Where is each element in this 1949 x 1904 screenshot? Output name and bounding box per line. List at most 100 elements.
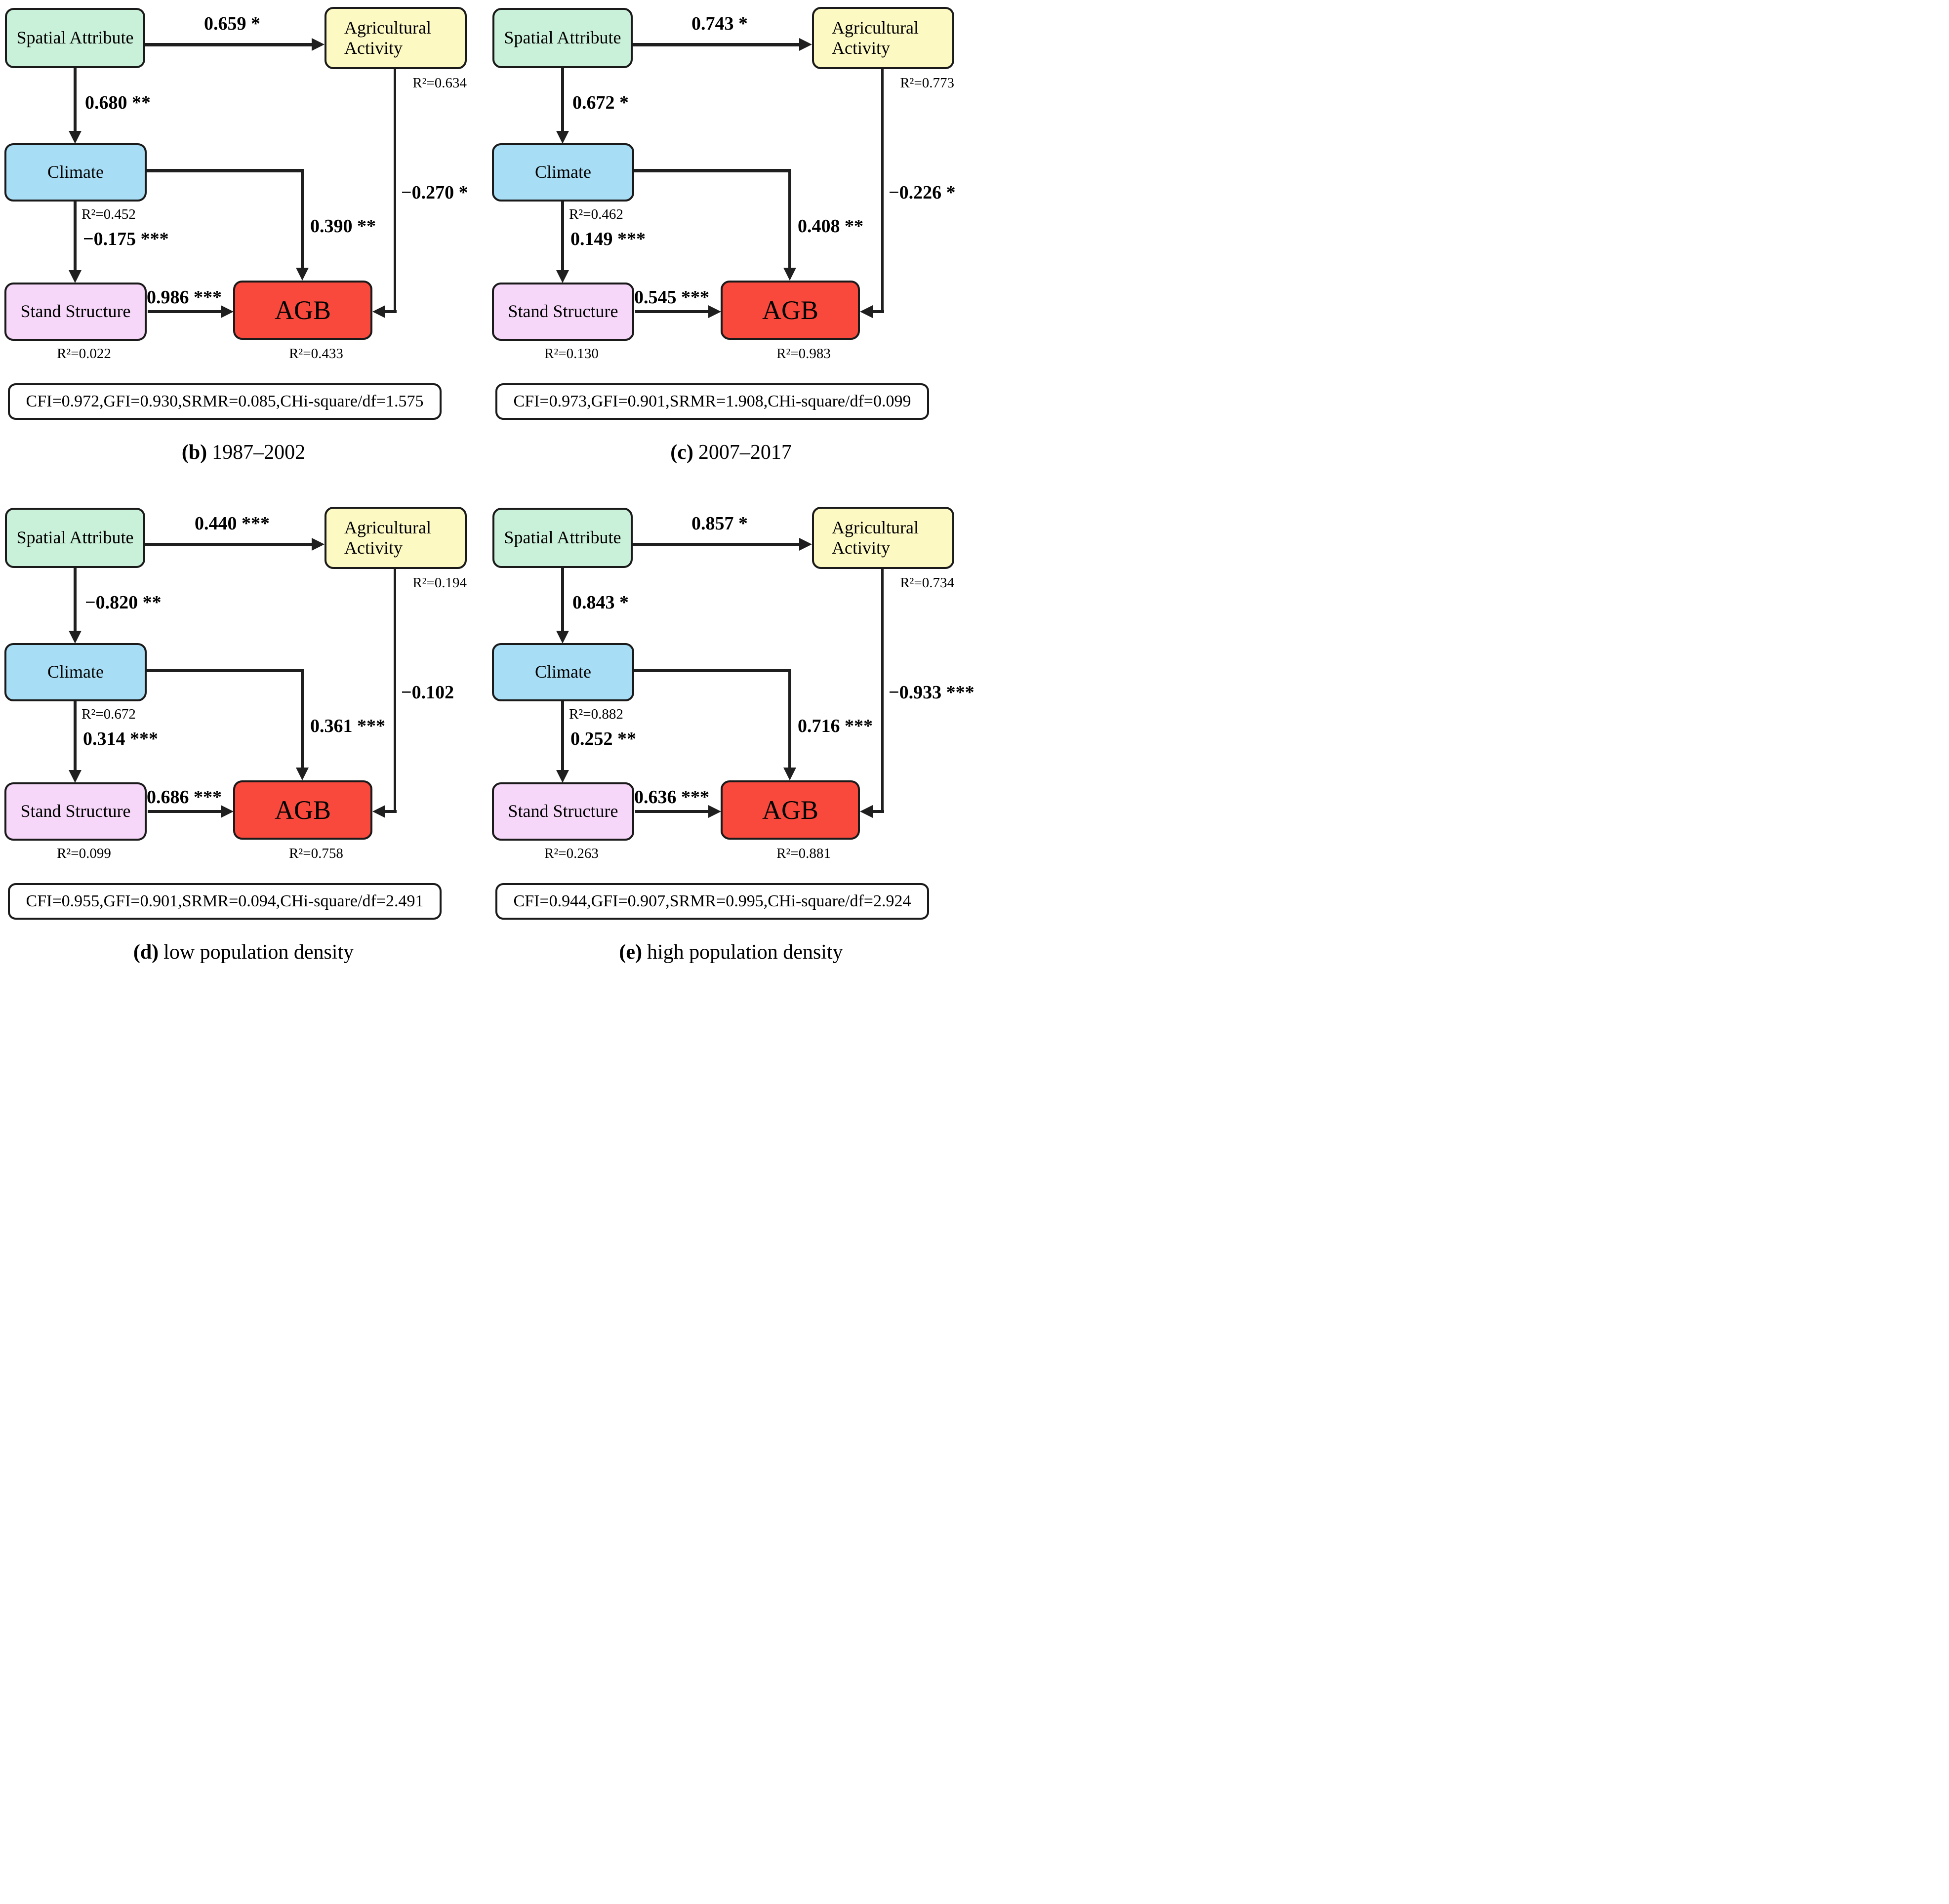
fit-statistics-box: CFI=0.955,GFI=0.901,SRMR=0.094,CHi-squar… xyxy=(8,883,442,920)
arrow-spatial-to-climate xyxy=(561,568,564,632)
r2-climate: R²=0.672 xyxy=(81,706,136,722)
coef-stand-to-agb: 0.686 *** xyxy=(147,787,222,808)
arrow-climate-to-stand xyxy=(74,701,77,772)
node-agricultural-activity: Agricultural Activity xyxy=(812,507,954,569)
node-climate: Climate xyxy=(492,143,634,202)
fit-statistics-box: CFI=0.944,GFI=0.907,SRMR=0.995,CHi-squar… xyxy=(495,883,929,920)
r2-climate: R²=0.452 xyxy=(81,206,136,222)
fit-statistics-box: CFI=0.972,GFI=0.930,SRMR=0.085,CHi-squar… xyxy=(8,383,442,420)
caption-letter: (c) xyxy=(670,441,693,464)
node-label: Agricultural Activity xyxy=(344,517,431,558)
node-spatial-attribute: Spatial Attribute xyxy=(5,508,145,568)
coef-climate-to-stand: −0.175 *** xyxy=(83,229,169,249)
node-spatial-attribute: Spatial Attribute xyxy=(5,8,145,68)
fit-statistics-text: CFI=0.972,GFI=0.930,SRMR=0.085,CHi-squar… xyxy=(26,392,424,410)
arrow-climate-to-agb-horizontal xyxy=(634,169,790,172)
arrowhead-down-icon xyxy=(556,631,569,644)
coef-stand-to-agb: 0.545 *** xyxy=(634,287,709,308)
arrowhead-left-icon xyxy=(372,805,385,818)
node-climate: Climate xyxy=(4,143,147,202)
node-spatial-attribute: Spatial Attribute xyxy=(492,508,633,568)
node-agricultural-activity: Agricultural Activity xyxy=(325,507,467,569)
node-stand-structure: Stand Structure xyxy=(492,283,634,341)
r2-agb: R²=0.758 xyxy=(289,846,343,861)
arrowhead-down-icon xyxy=(556,770,569,783)
node-agb: AGB xyxy=(721,780,860,840)
arrow-climate-to-agb-horizontal xyxy=(634,669,790,672)
node-agricultural-activity: Agricultural Activity xyxy=(325,7,467,69)
node-label: Stand Structure xyxy=(508,301,618,322)
coef-stand-to-agb: 0.636 *** xyxy=(634,787,709,808)
arrowhead-left-icon xyxy=(860,805,873,818)
r2-agb: R²=0.433 xyxy=(289,346,343,362)
arrow-stand-to-agb xyxy=(148,810,222,813)
arrow-agricultural-to-agb-vertical xyxy=(394,569,396,812)
coef-spatial-to-climate: 0.680 ** xyxy=(85,92,151,113)
coef-stand-to-agb: 0.986 *** xyxy=(147,287,222,308)
fit-statistics-box: CFI=0.973,GFI=0.901,SRMR=1.908,CHi-squar… xyxy=(495,383,929,420)
arrow-climate-to-agb-vertical xyxy=(788,169,791,269)
coef-agricultural-to-agb: −0.270 * xyxy=(401,182,468,203)
node-label: Agricultural Activity xyxy=(832,17,919,58)
arrow-spatial-to-agricultural xyxy=(633,543,801,546)
panel-caption: (d)low population density xyxy=(0,940,487,964)
coef-climate-to-stand: 0.314 *** xyxy=(83,729,158,749)
r2-agb: R²=0.983 xyxy=(776,346,831,362)
arrow-spatial-to-agricultural xyxy=(145,543,313,546)
coef-spatial-to-climate: −0.820 ** xyxy=(85,592,162,613)
node-agb: AGB xyxy=(233,281,372,340)
arrow-climate-to-stand xyxy=(74,202,77,273)
arrowhead-right-icon xyxy=(799,538,812,551)
node-label: AGB xyxy=(274,295,331,325)
node-label: Stand Structure xyxy=(20,301,131,322)
figure-root: { "colors":{"green":"#c9f0d8","yellow":"… xyxy=(0,0,974,964)
arrow-agricultural-to-agb-horizontal xyxy=(871,810,884,813)
node-label: Spatial Attribute xyxy=(504,28,621,48)
coef-spatial-to-agricultural: 0.857 * xyxy=(691,513,748,534)
arrow-stand-to-agb xyxy=(148,310,222,313)
panel-caption: (b)1987–2002 xyxy=(0,441,487,464)
arrowhead-right-icon xyxy=(221,805,234,818)
r2-stand: R²=0.130 xyxy=(544,346,599,362)
node-climate: Climate xyxy=(492,643,634,701)
arrowhead-down-icon xyxy=(69,631,81,644)
node-label: Spatial Attribute xyxy=(16,28,134,48)
node-label: AGB xyxy=(762,795,818,825)
node-label: Spatial Attribute xyxy=(504,527,621,548)
r2-climate: R²=0.462 xyxy=(569,206,623,222)
arrowhead-right-icon xyxy=(799,38,812,51)
coef-spatial-to-climate: 0.843 * xyxy=(572,592,629,613)
arrowhead-right-icon xyxy=(312,538,325,551)
coef-climate-to-agb: 0.361 *** xyxy=(310,716,385,736)
coef-climate-to-agb: 0.408 ** xyxy=(798,216,863,237)
fit-statistics-text: CFI=0.944,GFI=0.907,SRMR=0.995,CHi-squar… xyxy=(513,892,911,910)
arrow-climate-to-agb-horizontal xyxy=(147,669,303,672)
node-label: Climate xyxy=(47,662,104,682)
caption-text: 2007–2017 xyxy=(698,441,792,464)
node-spatial-attribute: Spatial Attribute xyxy=(492,8,633,68)
coef-spatial-to-climate: 0.672 * xyxy=(572,92,629,113)
node-label: Climate xyxy=(47,162,104,182)
arrow-climate-to-stand xyxy=(561,701,564,772)
arrow-agricultural-to-agb-horizontal xyxy=(384,810,397,813)
arrow-stand-to-agb xyxy=(635,810,709,813)
arrow-spatial-to-climate xyxy=(74,68,77,132)
node-agb: AGB xyxy=(233,780,372,840)
coef-spatial-to-agricultural: 0.743 * xyxy=(691,13,748,34)
arrowhead-down-icon xyxy=(556,131,569,144)
arrowhead-down-icon xyxy=(69,270,81,283)
arrow-agricultural-to-agb-horizontal xyxy=(871,310,884,313)
arrowhead-right-icon xyxy=(708,305,721,318)
r2-agb: R²=0.881 xyxy=(776,846,831,861)
r2-stand: R²=0.099 xyxy=(57,846,111,861)
coef-spatial-to-agricultural: 0.440 *** xyxy=(195,513,270,534)
node-climate: Climate xyxy=(4,643,147,701)
node-label: Stand Structure xyxy=(508,801,618,821)
r2-agricultural: R²=0.734 xyxy=(900,575,954,591)
coef-climate-to-stand: 0.149 *** xyxy=(570,229,646,249)
sem-panel-e: Spatial Attribute Agricultural Activity … xyxy=(487,500,974,976)
node-label: AGB xyxy=(762,295,818,325)
node-label: AGB xyxy=(274,795,331,825)
caption-text: low population density xyxy=(163,941,354,964)
r2-agricultural: R²=0.634 xyxy=(412,75,467,91)
